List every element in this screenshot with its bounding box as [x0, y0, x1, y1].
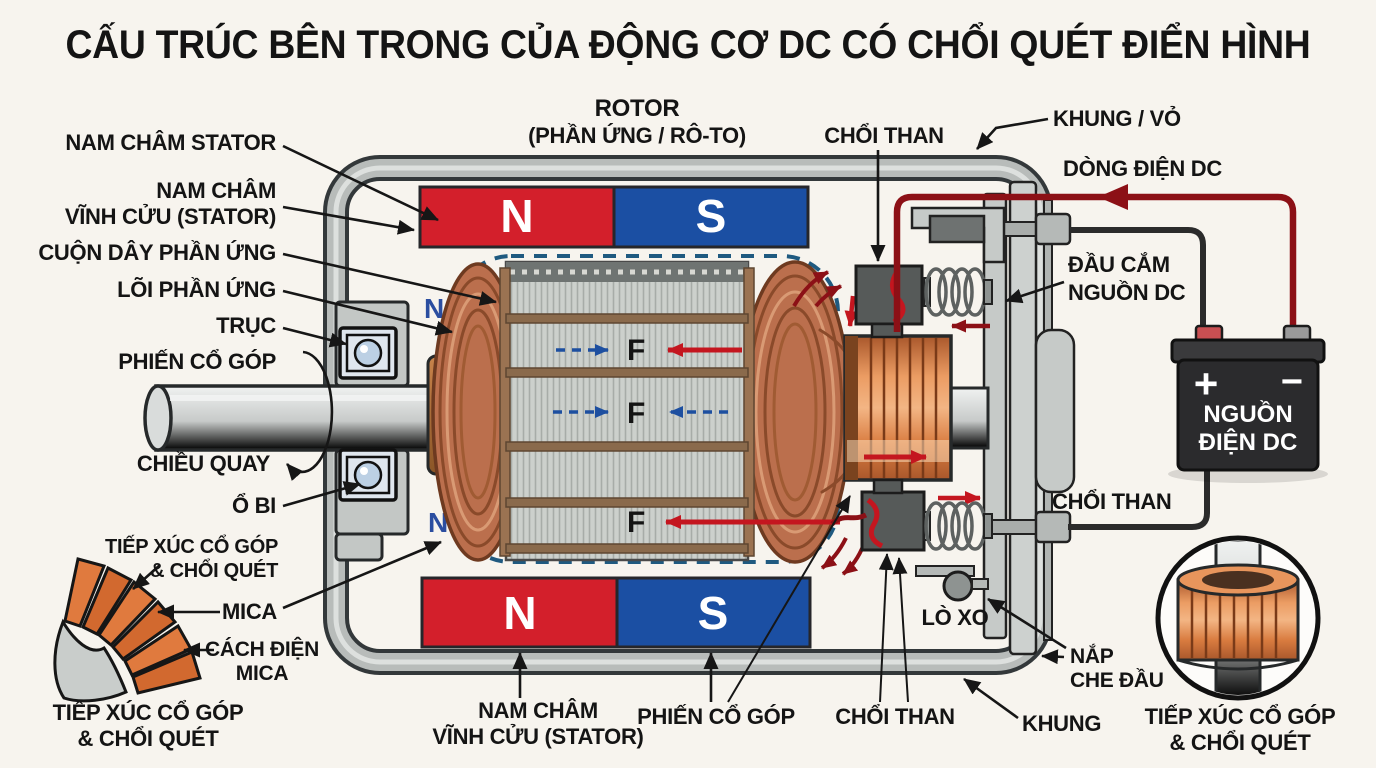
- label-mica-insulation-line1: CÁCH ĐIỆN: [205, 637, 319, 661]
- label-permanent-magnet-bottom-line2: VĨNH CỬU (STATOR): [432, 724, 643, 749]
- label-shaft: TRỤC: [216, 313, 276, 338]
- stator-magnet-bottom: N S: [420, 576, 812, 649]
- battery-label-line1: NGUỒN: [1203, 400, 1292, 428]
- label-commutator-contact-left-line1: TIẾP XÚC CỔ GÓP: [105, 534, 278, 558]
- label-armature-winding: CUỘN DÂY PHẦN ỨNG: [38, 240, 276, 265]
- bearing-upper: [338, 326, 398, 380]
- callout-labels: ROTOR (PHẦN ỨNG / RÔ-TO) CHỔI THAN KHUNG…: [38, 95, 1335, 755]
- brush-spring-lower: [923, 501, 993, 551]
- label-mica: MICA: [222, 599, 277, 624]
- south-pole-label: S: [698, 587, 729, 639]
- brush-spring-upper: [923, 267, 993, 317]
- label-inset-right-line1: TIẾP XÚC CỔ GÓP: [1145, 704, 1336, 729]
- circuit-wires: [893, 184, 1297, 530]
- label-inset-left-line2: & CHỔI QUÉT: [78, 726, 220, 751]
- force-arrows: F F F: [553, 334, 840, 539]
- label-brush-right: CHỔI THAN: [1052, 489, 1172, 514]
- wire-positive-red: [893, 193, 1297, 332]
- label-frame-shell: KHUNG / VỎ: [1053, 106, 1181, 131]
- inset-commutator-segments: [53, 557, 202, 703]
- label-brush-bottom: CHỔI THAN: [835, 704, 955, 729]
- battery-label-line2: ĐIỆN DC: [1199, 428, 1298, 456]
- force-label-1: F: [627, 334, 645, 367]
- current-direction-arrow: [1098, 184, 1128, 210]
- label-dc-plug-line1: ĐẦU CẮM: [1068, 252, 1170, 277]
- force-label-2: F: [627, 397, 645, 430]
- label-ball-bearing: Ổ BI: [232, 493, 276, 518]
- commutator: [843, 334, 990, 482]
- field-n-label-bottom: N: [428, 507, 448, 538]
- label-dc-current: DÒNG ĐIỆN DC: [1063, 156, 1222, 181]
- label-permanent-magnet-line1: NAM CHÂM: [156, 178, 276, 203]
- page-title: CẤU TRÚC BÊN TRONG CỦA ĐỘNG CƠ DC CÓ CHỔ…: [66, 20, 1311, 67]
- rotation-direction-arrow: [286, 350, 334, 481]
- force-label-3: F: [627, 506, 645, 539]
- label-end-cover-line2: CHE ĐẦU: [1070, 669, 1164, 692]
- inset-commutator-closeup: [1155, 535, 1321, 701]
- plus-sign: +: [1194, 360, 1219, 407]
- label-commutator-contact-left-line2: & CHỔI QUÉT: [150, 558, 278, 582]
- north-pole-label: N: [503, 587, 536, 639]
- shaft: [143, 384, 458, 452]
- label-commutator-segment-bottom: PHIẾN CỔ GÓP: [637, 704, 795, 729]
- bearing-lower: [338, 448, 398, 502]
- north-pole-label: N: [500, 190, 533, 242]
- label-rotor-line1: ROTOR: [595, 95, 680, 122]
- label-stator-magnet: NAM CHÂM STATOR: [65, 130, 276, 155]
- stator-magnet-top: N S: [418, 185, 810, 249]
- label-permanent-magnet-bottom-line1: NAM CHÂM: [478, 698, 598, 723]
- spring-cap-mechanism: [915, 565, 989, 602]
- label-inset-left-line1: TIẾP XÚC CỔ GÓP: [53, 700, 244, 725]
- wire-black-upper: [1070, 227, 1206, 328]
- label-end-cover-line1: NẮP: [1070, 644, 1114, 668]
- south-pole-label: S: [696, 190, 727, 242]
- label-mica-insulation-line2: MICA: [236, 662, 289, 685]
- bearing-boss: [1034, 328, 1076, 494]
- label-rotation-direction: CHIỀU QUAY: [137, 451, 271, 476]
- armature-winding-right: [738, 260, 855, 564]
- label-rotor-line2: (PHẦN ỨNG / RÔ-TO): [528, 123, 746, 148]
- minus-sign: −: [1281, 361, 1303, 403]
- leader-lines: [132, 117, 1067, 720]
- brush-lower: [830, 478, 926, 552]
- field-n-label-top: N: [424, 293, 444, 324]
- dc-power-source: + − NGUỒN ĐIỆN DC: [1168, 324, 1328, 483]
- label-frame-bottom: KHUNG: [1022, 711, 1101, 736]
- label-dc-plug-line2: NGUỒN DC: [1068, 280, 1186, 305]
- label-commutator-segment-left: PHIẾN CỔ GÓP: [118, 349, 276, 374]
- current-arrows: [792, 270, 990, 576]
- label-spring: LÒ XO: [922, 605, 989, 630]
- label-brush-top: CHỔI THAN: [824, 123, 944, 148]
- label-inset-right-line2: & CHỔI QUÉT: [1170, 730, 1312, 755]
- label-armature-core: LÕI PHẦN ỨNG: [117, 277, 276, 302]
- label-permanent-magnet-line2: VĨNH CỬU (STATOR): [65, 204, 276, 229]
- terminal-bracket-upper: [910, 206, 1006, 264]
- wire-black-lower: [1068, 468, 1210, 530]
